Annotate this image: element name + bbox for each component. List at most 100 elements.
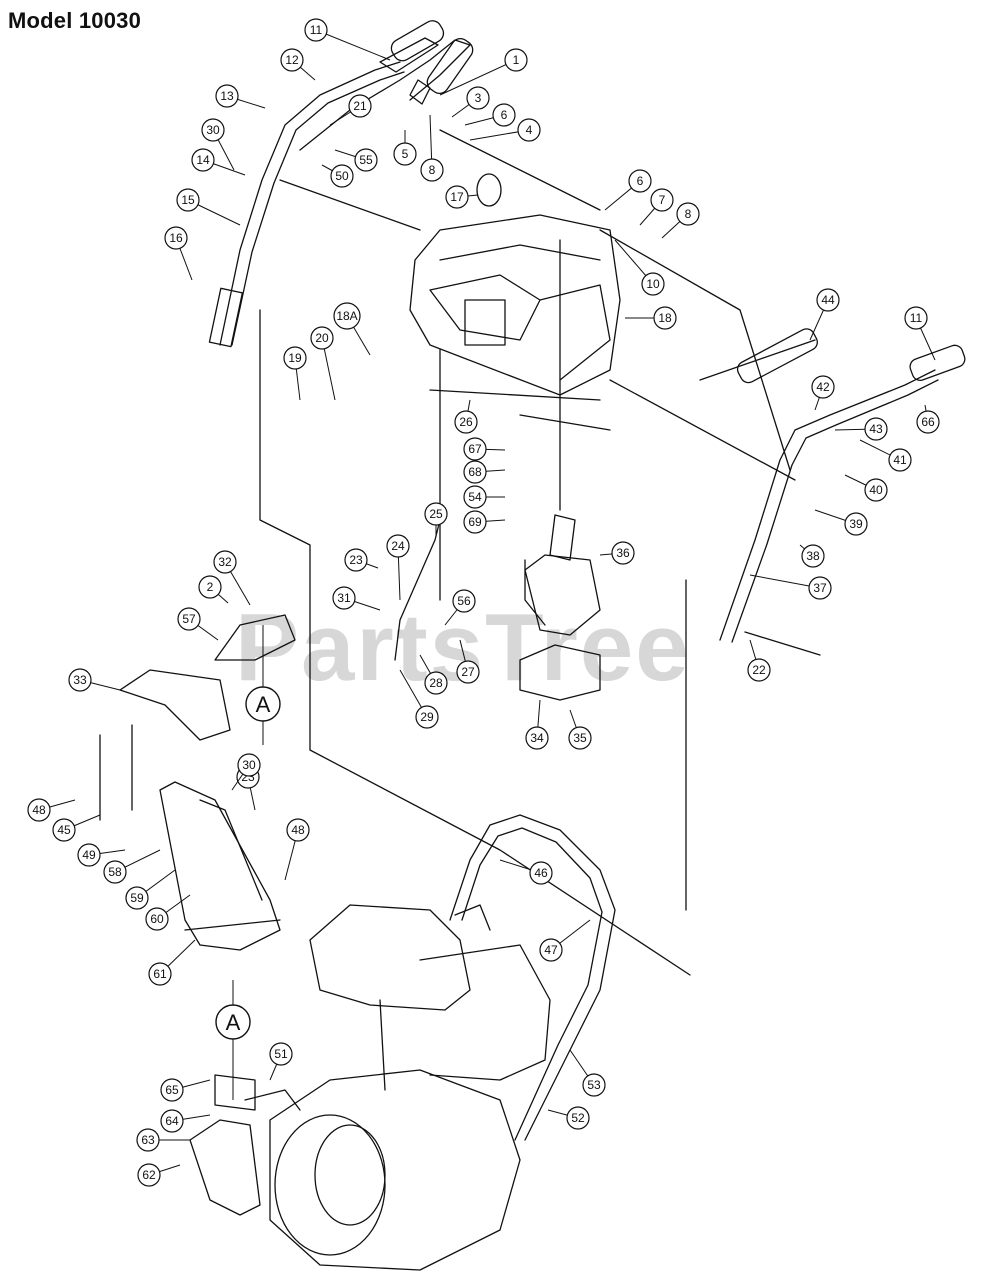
part-callout[interactable]: 67 — [463, 437, 506, 461]
callout-number: 34 — [530, 731, 544, 745]
part-callout[interactable]: 49 — [77, 843, 126, 867]
part-callout[interactable]: 12 — [280, 48, 316, 81]
part-callout[interactable]: 55 — [334, 148, 378, 172]
part-callout[interactable]: 52 — [547, 1106, 590, 1130]
part-callout[interactable]: 33 — [68, 668, 121, 692]
callout-circle — [452, 589, 476, 613]
callout-circle — [310, 326, 334, 350]
part-callout[interactable]: 47 — [539, 919, 591, 962]
part-callout[interactable]: 65 — [160, 1078, 211, 1102]
part-callout[interactable]: 19 — [283, 346, 307, 401]
part-callout[interactable]: 37 — [749, 574, 832, 600]
part-callout[interactable]: 7 — [639, 188, 674, 226]
part-callout[interactable]: 30 — [231, 753, 261, 791]
callout-circle — [286, 818, 310, 842]
part-callout[interactable]: 58 — [103, 849, 161, 884]
part-callout[interactable]: 8 — [420, 114, 444, 182]
part-callout[interactable]: 26 — [454, 399, 478, 434]
part-callout[interactable]: 31 — [332, 586, 381, 611]
diagram-title: Model 10030 — [8, 8, 142, 33]
part-callout[interactable]: 3 — [451, 86, 490, 118]
part-callout[interactable]: 69 — [463, 510, 506, 534]
part-callout[interactable]: 50 — [321, 164, 354, 188]
part-callout[interactable]: 63 — [136, 1128, 190, 1152]
part-callout[interactable]: 11 — [304, 18, 391, 61]
part-callout[interactable]: 11 — [904, 306, 936, 361]
callout-circle — [304, 18, 328, 42]
callout-number: 4 — [526, 123, 533, 137]
callout-number: 39 — [849, 517, 863, 531]
callout-circle — [125, 886, 149, 910]
part-callout[interactable]: 23 — [344, 548, 379, 572]
part-callout[interactable]: 46 — [499, 859, 553, 885]
part-callout[interactable]: 18A — [333, 302, 371, 356]
knob — [476, 173, 502, 207]
callout-number: 30 — [206, 123, 220, 137]
part-callout[interactable]: 53 — [569, 1049, 606, 1097]
cable — [744, 631, 821, 656]
part-callout[interactable]: 57 — [177, 607, 219, 641]
part-callout[interactable]: 48 — [27, 798, 76, 822]
part-callout[interactable]: 45 — [52, 814, 101, 842]
part-callout[interactable]: 36 — [599, 541, 635, 565]
callout-number: 69 — [468, 515, 482, 529]
part-callout[interactable]: 18 — [625, 306, 677, 330]
part-callout[interactable]: 15 — [176, 188, 241, 226]
part-callout[interactable]: 5 — [393, 130, 417, 166]
part-callout[interactable]: 1 — [439, 48, 528, 96]
part-callout[interactable]: 41 — [859, 439, 912, 472]
part-callout[interactable]: 10 — [614, 239, 665, 296]
part-callout[interactable]: 14 — [191, 148, 246, 176]
part-callout[interactable]: 25 — [424, 502, 448, 535]
part-callout[interactable]: 56 — [444, 589, 476, 626]
callout-circle — [269, 1042, 293, 1066]
part-callout[interactable]: 61 — [148, 939, 196, 986]
part-callout[interactable]: 34 — [525, 699, 549, 750]
callout-circle — [191, 148, 215, 172]
callout-circle — [177, 607, 201, 631]
part-callout[interactable]: 54 — [463, 485, 505, 509]
part-callout[interactable]: 4 — [469, 118, 541, 142]
part-callout[interactable]: 48 — [284, 818, 310, 881]
part-callout[interactable]: 40 — [844, 474, 888, 502]
callout-number: 8 — [429, 163, 436, 177]
callout-number: 66 — [921, 415, 935, 429]
callout-number: 7 — [659, 193, 666, 207]
part-callout[interactable]: 44 — [809, 288, 840, 341]
part-callout[interactable]: 13 — [215, 84, 266, 109]
part-callout[interactable]: 2 — [198, 575, 229, 604]
callout-number: 65 — [165, 1083, 179, 1097]
callout-circle — [424, 502, 448, 526]
part-callout[interactable]: 21 — [329, 94, 372, 126]
part-callout[interactable]: 38 — [799, 544, 825, 568]
shift-rod — [439, 129, 601, 211]
part-callout[interactable]: 29 — [399, 669, 439, 729]
part-callout[interactable]: 32 — [213, 550, 251, 606]
part-callout[interactable]: 20 — [310, 326, 336, 401]
part-callout[interactable]: 39 — [814, 509, 868, 536]
part-callout[interactable]: 51 — [269, 1042, 293, 1081]
part-callout[interactable]: 28 — [419, 654, 448, 695]
part-callout[interactable]: 59 — [125, 869, 176, 910]
callout-circle — [529, 861, 553, 885]
part-callout[interactable]: 22 — [747, 639, 771, 682]
callout-number: 48 — [291, 823, 305, 837]
part-callout[interactable]: 35 — [568, 709, 592, 750]
part-callout[interactable]: 24 — [386, 534, 410, 601]
callout-circle — [333, 302, 361, 330]
part-callout[interactable]: 16 — [164, 226, 193, 281]
part-callout[interactable]: 43 — [834, 417, 888, 441]
part-callout[interactable]: 6 — [604, 169, 652, 211]
part-callout[interactable]: 30 — [201, 118, 235, 171]
part-callout[interactable]: 64 — [160, 1109, 211, 1133]
part-callout[interactable]: 68 — [463, 460, 506, 484]
part-callout[interactable]: 8 — [661, 202, 700, 239]
part-callout[interactable]: 62 — [137, 1163, 181, 1187]
control-lever — [299, 39, 471, 151]
part-callout[interactable]: 42 — [811, 375, 835, 411]
part-callout[interactable]: 6 — [464, 103, 516, 127]
part-callout[interactable]: 60 — [145, 894, 191, 931]
part-callout[interactable]: 17 — [445, 185, 479, 209]
part-callout[interactable]: 66 — [916, 404, 940, 434]
part-callout[interactable]: 27 — [456, 639, 480, 684]
